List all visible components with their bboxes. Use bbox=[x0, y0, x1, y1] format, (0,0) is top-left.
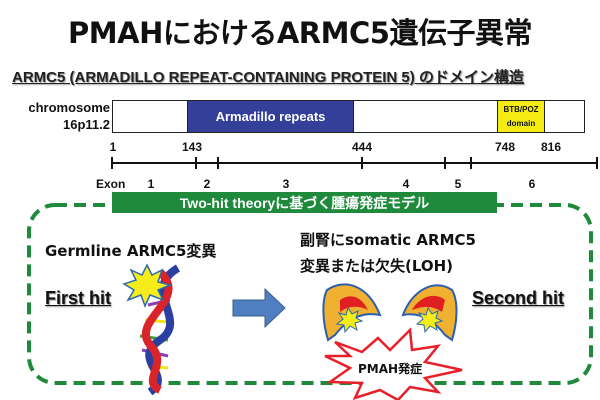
chromosome-label-line2: 16p11.2 bbox=[63, 117, 110, 132]
exon-label: 2 bbox=[203, 177, 211, 191]
domain-structure-heading: ARMC5 (ARMADILLO REPEAT-CONTAINING PROTE… bbox=[12, 69, 524, 86]
two-hit-model-title: Two-hit theoryに基づく腫瘍発症モデル bbox=[112, 192, 497, 213]
armadillo-repeats-domain: Armadillo repeats bbox=[187, 100, 354, 133]
position-label: 444 bbox=[351, 140, 373, 154]
pmah-onset-starburst-icon bbox=[324, 327, 463, 400]
exon-label: 6 bbox=[528, 177, 536, 191]
slide-title: PMAHにおけるARMC5遺伝子異常 bbox=[68, 16, 532, 50]
pmah-onset-label: PMAH発症 bbox=[358, 362, 423, 376]
position-label: 143 bbox=[181, 140, 203, 154]
exon-label: 4 bbox=[402, 177, 410, 191]
exon-label: 5 bbox=[454, 177, 462, 191]
position-label: 1 bbox=[109, 140, 117, 154]
adrenal-gland-right-icon bbox=[401, 284, 458, 342]
first-hit-starburst-icon bbox=[122, 263, 173, 308]
germline-mutation-label: Germline ARMC5変異 bbox=[45, 242, 217, 260]
first-hit-label: First hit bbox=[45, 288, 111, 308]
btb-poz-domain: BTB/POZ domain bbox=[497, 100, 545, 133]
exon-axis-label: Exon bbox=[96, 177, 126, 191]
right-arrow-icon bbox=[232, 287, 286, 329]
position-label: 816 bbox=[540, 140, 562, 154]
adrenal-gland-left-icon bbox=[322, 283, 382, 342]
chromosome-label: chromosome 16p11.2 bbox=[28, 99, 110, 133]
btb-label-line2: domain bbox=[506, 119, 536, 128]
position-label: 748 bbox=[494, 140, 516, 154]
second-hit-label: Second hit bbox=[472, 288, 565, 308]
somatic-mutation-line1: 副腎にsomatic ARMC5 bbox=[300, 231, 476, 249]
dna-helix-icon bbox=[139, 264, 181, 396]
exon-axis bbox=[111, 157, 598, 169]
somatic-mutation-line2: 変異または欠失(LOH) bbox=[300, 257, 454, 275]
exon-label: 3 bbox=[282, 177, 290, 191]
exon-label: 1 bbox=[147, 177, 155, 191]
btb-label-line1: BTB/POZ bbox=[503, 105, 539, 114]
chromosome-label-line1: chromosome bbox=[28, 100, 110, 115]
